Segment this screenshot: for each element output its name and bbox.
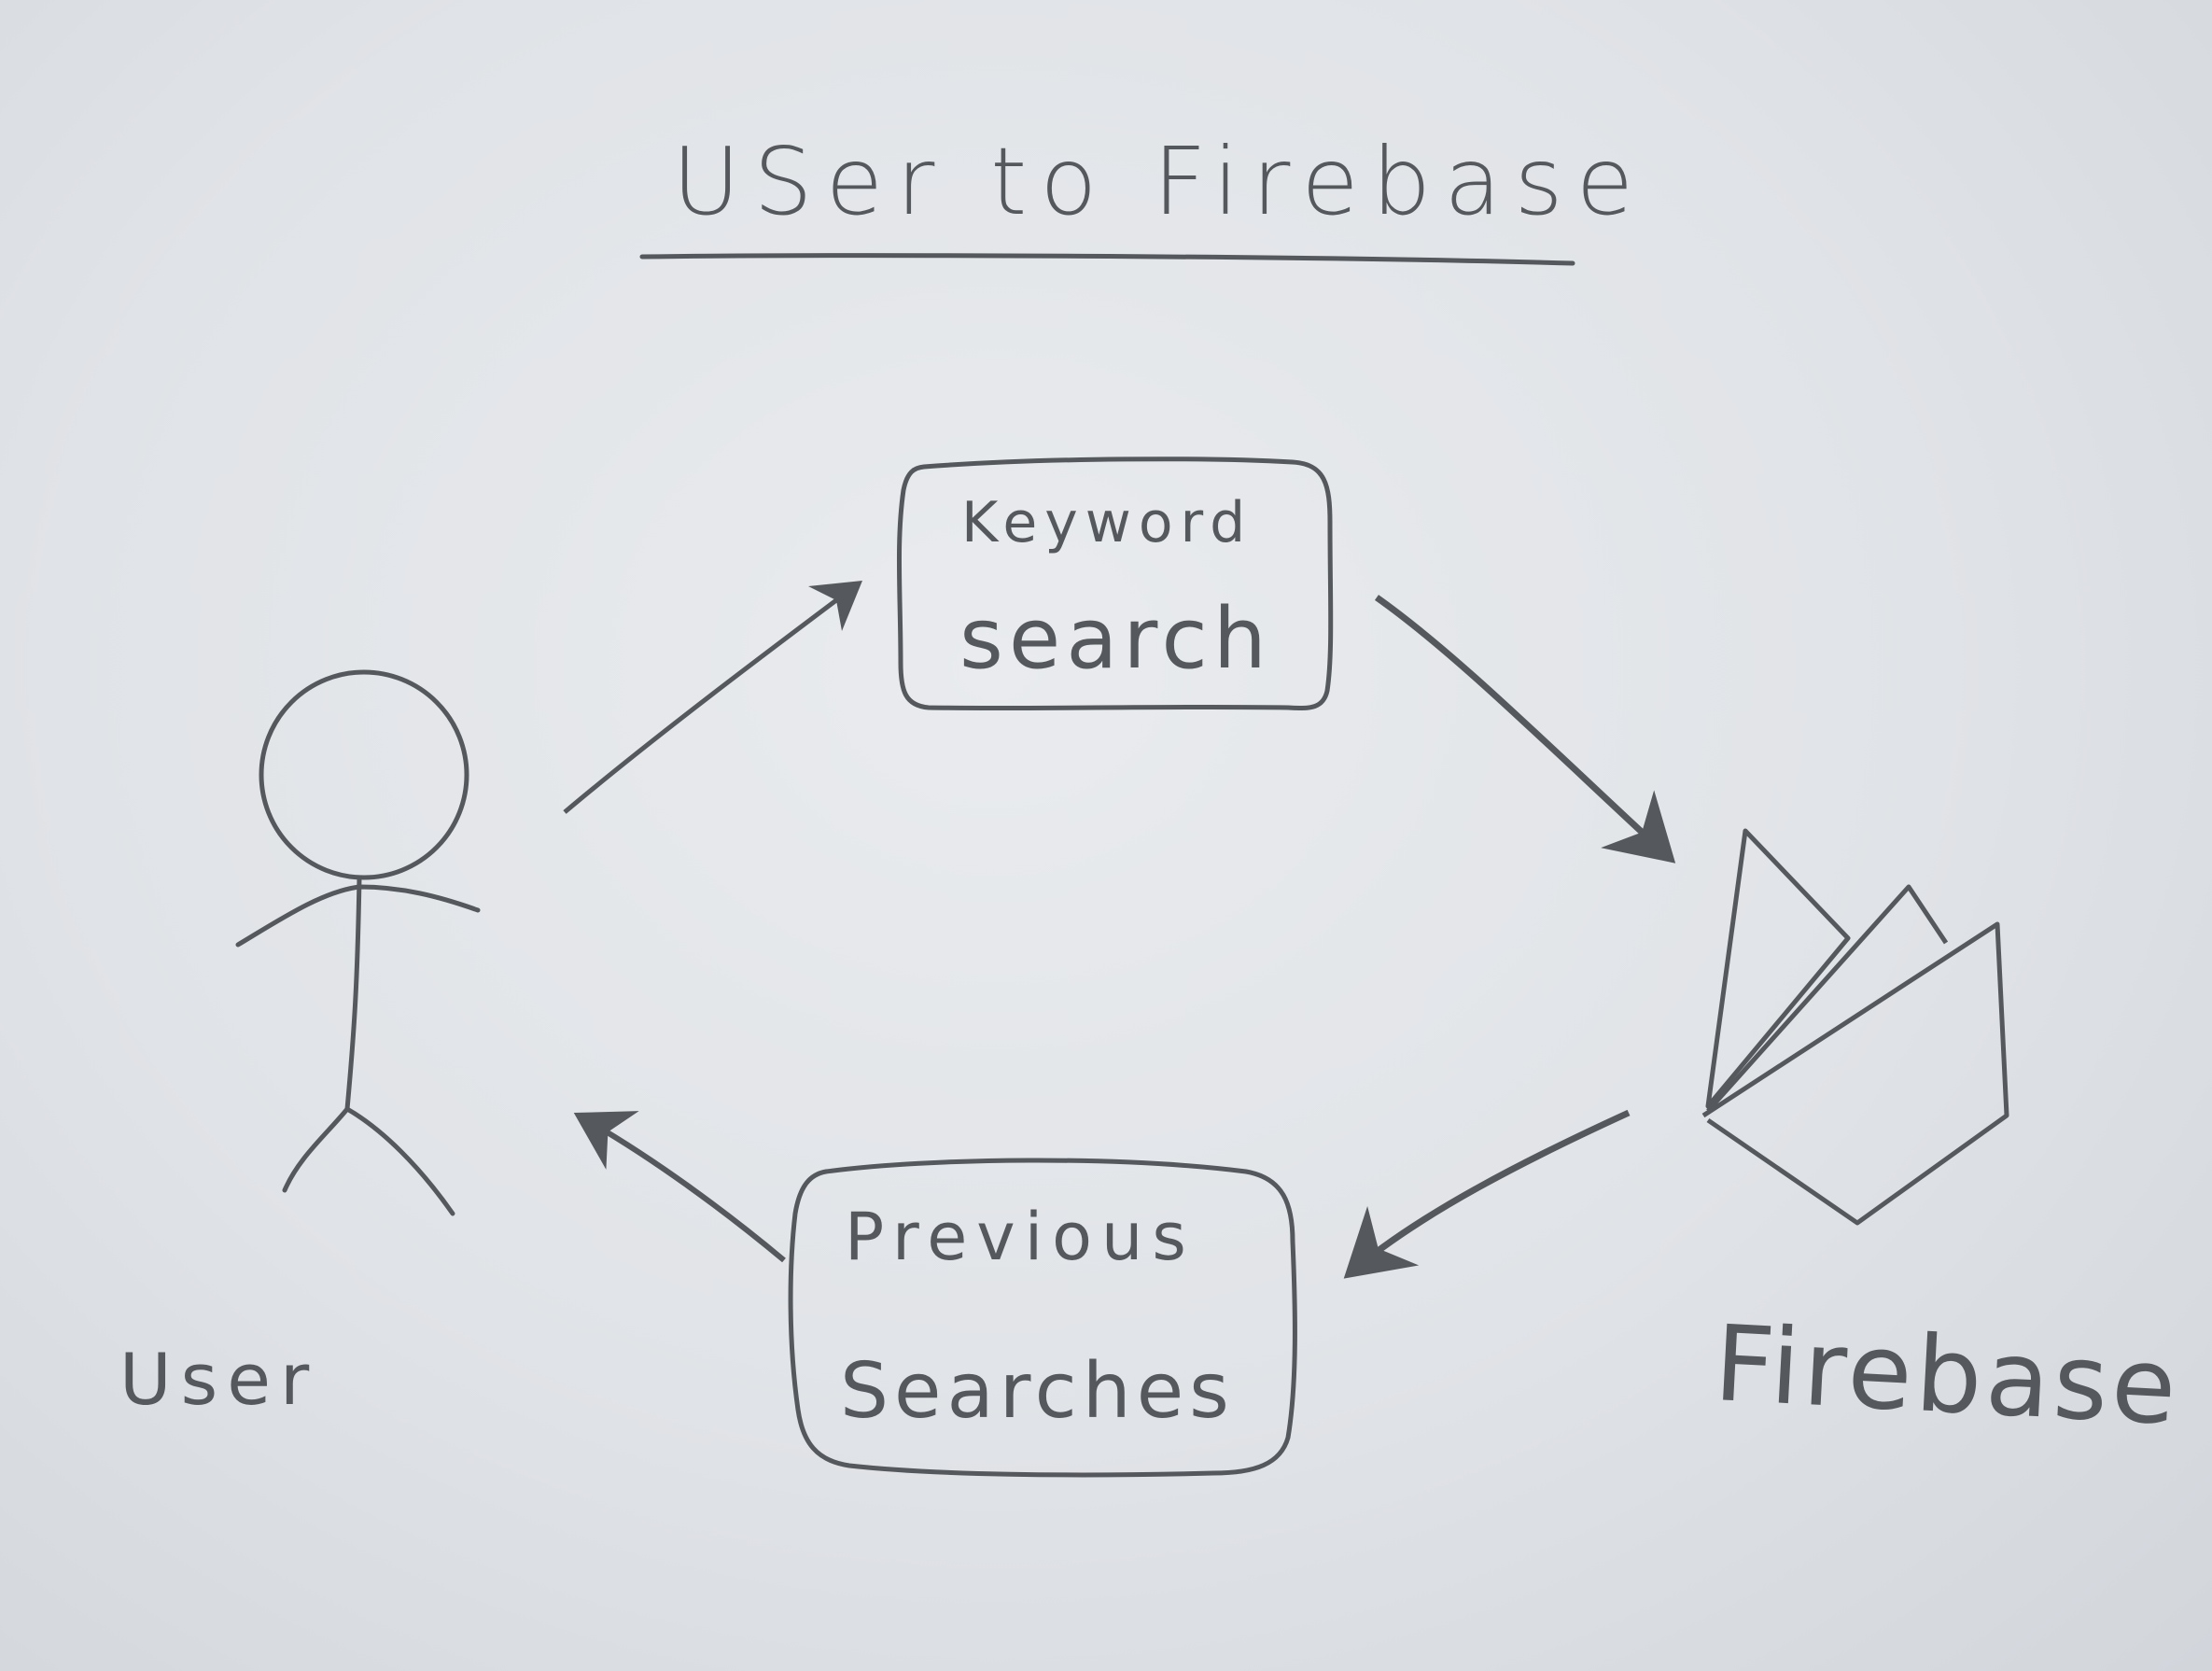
user-leg-left [282, 1106, 350, 1193]
diagram-title: USer to Firebase [672, 127, 1647, 236]
previous-searches-label-line1: Previous [845, 1199, 1196, 1275]
keyword-search-box [896, 456, 1334, 711]
keyword-search-label-line2: search [959, 590, 1272, 688]
firebase-label: Firebase [1711, 1303, 2183, 1449]
firebase-flame-left [1705, 828, 1851, 1109]
keyword-search-label-line1: Keyword [961, 490, 1253, 555]
arrow-firebase-to-previous-searches [1343, 1109, 1631, 1279]
arrow-user-to-keyword-search [563, 580, 862, 814]
previous-searches-box [788, 1158, 1297, 1478]
user-body [344, 875, 362, 1112]
user-arms [235, 884, 481, 948]
firebase-flame-middle [1706, 884, 1949, 1113]
title-underline [639, 253, 1575, 266]
user-stick-figure-icon [235, 669, 481, 1216]
firebase-flame-right [1701, 921, 2009, 1226]
firebase-flame-icon [1701, 828, 2009, 1226]
user-leg-right [344, 1106, 455, 1216]
arrow-keyword-search-to-firebase [1374, 595, 1676, 864]
user-head [259, 669, 469, 880]
previous-searches-label-line2: Searches [840, 1347, 1235, 1436]
user-label: User [119, 1338, 319, 1421]
arrow-previous-searches-to-user [573, 1111, 786, 1263]
